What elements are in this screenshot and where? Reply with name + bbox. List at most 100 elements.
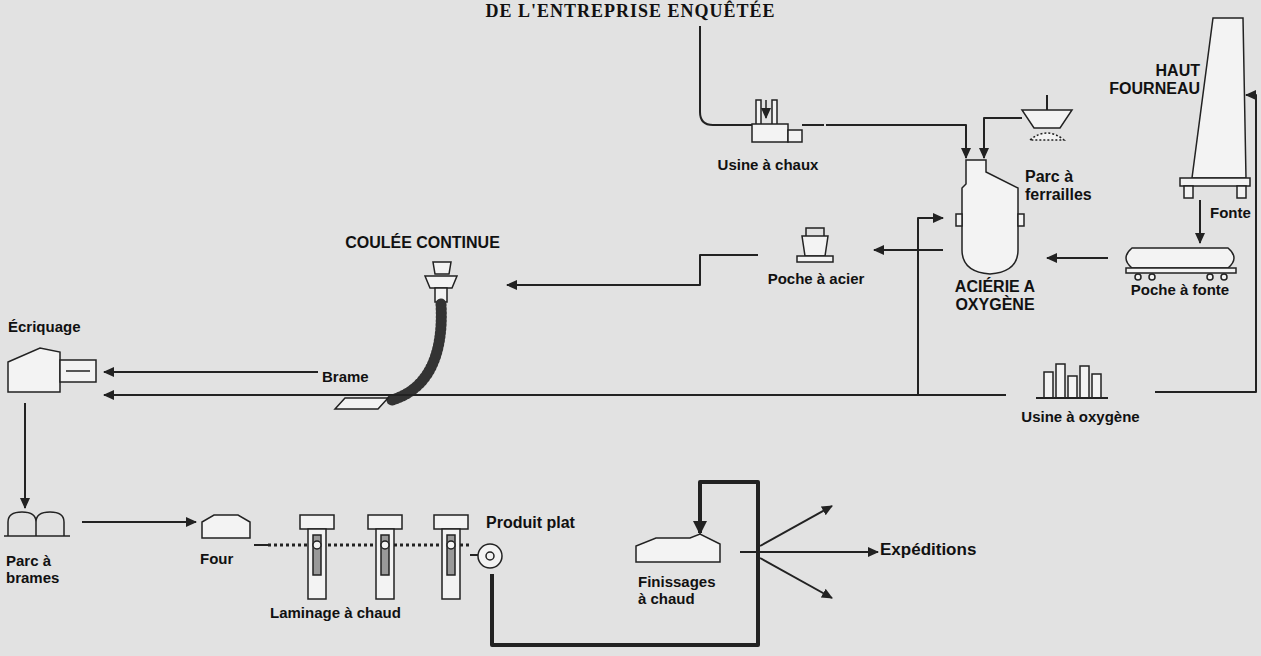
furnace-base bbox=[1180, 178, 1250, 186]
ladle-trolley bbox=[797, 256, 833, 262]
station-label: HAUT FOURNEAU bbox=[1100, 62, 1200, 99]
strand-stream bbox=[392, 304, 441, 400]
station-node: Finissages à chaud bbox=[630, 533, 740, 618]
scrap-pile bbox=[1030, 133, 1064, 140]
lime-plant-annex bbox=[788, 130, 802, 142]
flow-connector bbox=[874, 249, 943, 251]
station-label: Laminage à chaud bbox=[270, 604, 401, 621]
torpedo-wheel bbox=[1135, 274, 1141, 280]
station-node: Expéditions bbox=[878, 538, 1018, 566]
lime-plant-stack bbox=[756, 100, 761, 126]
converter-trunnion bbox=[1018, 214, 1024, 226]
station-label: Expéditions bbox=[880, 540, 976, 560]
furnace-leg bbox=[1237, 186, 1246, 198]
station-node: HAUT FOURNEAU bbox=[1100, 12, 1246, 200]
station-node: Parc à brames bbox=[4, 508, 82, 593]
station-node: COULÉE CONTINUE bbox=[338, 234, 507, 324]
flow-connector bbox=[1199, 200, 1201, 243]
casting-ladle bbox=[433, 262, 451, 274]
flow-connector bbox=[507, 255, 758, 285]
hopper-hanger bbox=[1046, 95, 1048, 110]
station-node: Usine à oxygène bbox=[1006, 360, 1155, 430]
oxygen-plant-column bbox=[1080, 366, 1089, 398]
torpedo-ladle-icon bbox=[1126, 248, 1234, 268]
roller-table bbox=[268, 544, 470, 547]
station-node: Usine à chaux bbox=[710, 98, 826, 178]
slab-yard-floor bbox=[4, 535, 70, 537]
tundish-icon bbox=[425, 276, 457, 288]
station-node: Four bbox=[196, 512, 254, 570]
torpedo-wheel bbox=[1149, 274, 1155, 280]
flow-connector bbox=[826, 125, 966, 158]
station-label: Produit plat bbox=[486, 514, 575, 532]
flow-connector bbox=[254, 544, 268, 546]
station-label: Poche à fonte bbox=[1108, 281, 1252, 298]
flow-connector bbox=[984, 118, 1015, 158]
rolling-stand bbox=[300, 515, 334, 599]
flow-connector bbox=[24, 403, 26, 508]
station-node: ACIÉRIE A OXYGÈNE bbox=[943, 158, 1047, 323]
scarfing-slot bbox=[66, 370, 90, 372]
torpedo-carriage bbox=[1126, 268, 1236, 273]
diagram-title: DE L'ENTREPRISE ENQUÊTÉE bbox=[0, 1, 1261, 22]
oxygen-plant-base bbox=[1036, 397, 1108, 399]
station-label: Usine à chaux bbox=[710, 156, 826, 173]
station-node: Brame bbox=[318, 366, 383, 410]
coil-core bbox=[486, 552, 494, 560]
lime-plant-kiln bbox=[752, 124, 788, 142]
station-label: Poche à acier bbox=[758, 270, 874, 287]
torpedo-wheel bbox=[1221, 274, 1227, 280]
lime-plant-pipe bbox=[802, 124, 824, 126]
ladle-handle bbox=[806, 228, 824, 236]
lime-input-line bbox=[700, 26, 752, 125]
station-label: ACIÉRIE A OXYGÈNE bbox=[943, 278, 1047, 315]
flow-connector bbox=[104, 394, 1006, 396]
station-label: Finissages à chaud bbox=[638, 573, 726, 608]
flow-connector bbox=[82, 521, 196, 523]
station-label: Parc à brames bbox=[6, 552, 80, 587]
station-node: Écriquage bbox=[4, 318, 104, 403]
shipping-arrow bbox=[760, 506, 832, 546]
station-label: COULÉE CONTINUE bbox=[338, 234, 507, 252]
reheat-furnace-icon bbox=[202, 515, 250, 538]
edge-label: Fonte bbox=[1208, 204, 1253, 221]
oxygen-plant-column bbox=[1056, 364, 1065, 398]
torpedo-wheel bbox=[1207, 274, 1213, 280]
slab-icon bbox=[335, 398, 388, 409]
rolling-stand bbox=[368, 515, 402, 599]
coil-icon bbox=[478, 544, 502, 568]
flow-connector bbox=[1047, 257, 1108, 259]
flow-connector bbox=[492, 482, 758, 645]
rolling-stand bbox=[434, 515, 468, 599]
station-node: Laminage à chaud bbox=[268, 512, 470, 624]
oxygen-plant-column bbox=[1044, 372, 1053, 398]
station-node: Produit plat bbox=[478, 512, 604, 574]
scrap-hopper-icon bbox=[1022, 110, 1072, 128]
furnace-leg bbox=[1184, 186, 1193, 198]
oxygen-converter-icon bbox=[962, 160, 1018, 274]
station-label: Four bbox=[200, 550, 233, 567]
station-label: Parc à ferrailles bbox=[1025, 168, 1125, 205]
station-node: Poche à fonte bbox=[1108, 243, 1252, 303]
flow-connector bbox=[470, 554, 478, 556]
hopper-pipe bbox=[1015, 117, 1022, 119]
lime-plant-feed bbox=[765, 100, 767, 118]
station-node: Parc à ferrailles bbox=[1015, 92, 1135, 207]
converter-trunnion bbox=[956, 214, 962, 226]
flow-connector bbox=[740, 551, 878, 553]
blast-furnace-icon bbox=[1192, 18, 1246, 178]
shipping-arrow bbox=[760, 558, 832, 598]
station-label: Écriquage bbox=[8, 318, 81, 335]
steel-ladle-icon bbox=[802, 236, 828, 256]
station-label: Brame bbox=[322, 368, 369, 385]
oxygen-plant-column bbox=[1092, 374, 1101, 398]
station-label: Usine à oxygène bbox=[1006, 408, 1155, 425]
finishing-building-icon bbox=[636, 534, 720, 562]
flow-connector bbox=[104, 371, 318, 373]
lime-plant-stack bbox=[772, 100, 777, 126]
flow-connector bbox=[1155, 95, 1256, 392]
scarfing-unit bbox=[60, 360, 96, 382]
oxygen-plant-column bbox=[1068, 376, 1077, 398]
